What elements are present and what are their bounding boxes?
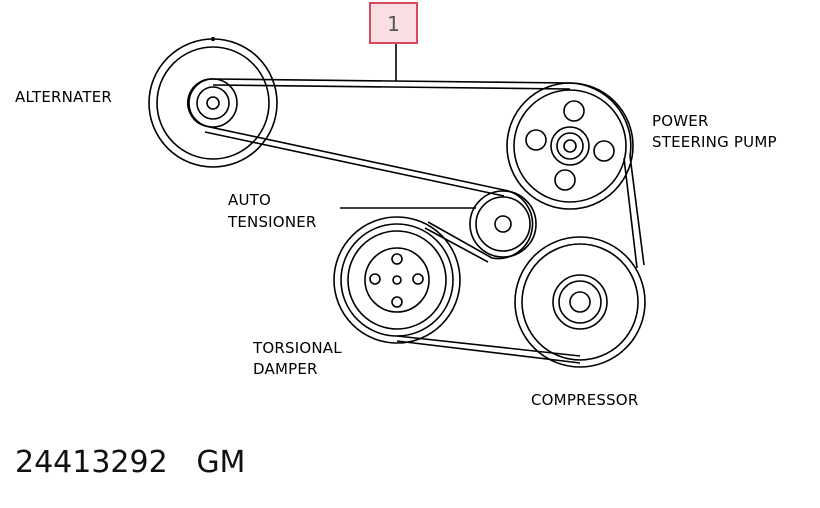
power-steering-pump-pulley — [506, 82, 634, 210]
callout-number: 1 — [387, 12, 400, 36]
label-damper-line1: TORSIONAL — [253, 339, 342, 357]
part-number: 24413292 — [15, 445, 168, 480]
label-damper-line2: DAMPER — [253, 360, 318, 378]
label-power-steering-line1: POWER — [652, 112, 709, 130]
callout-box: 1 — [369, 2, 418, 44]
label-tensioner-line1: AUTO — [228, 191, 272, 209]
part-number-footer: 24413292 GM — [15, 445, 245, 480]
label-tensioner-line2: TENSIONER — [228, 213, 317, 231]
label-power-steering-line2: STEERING PUMP — [652, 133, 777, 151]
label-compressor: COMPRESSOR — [531, 391, 639, 409]
torsional-damper-pulley — [333, 216, 461, 344]
drive-belt — [186, 78, 645, 364]
brand-name: GM — [196, 445, 246, 480]
label-alternator: ALTERNATER — [15, 88, 112, 106]
compressor-pulley — [514, 236, 646, 368]
alternator-pulley — [148, 37, 278, 168]
auto-tensioner-pulley — [469, 190, 537, 258]
